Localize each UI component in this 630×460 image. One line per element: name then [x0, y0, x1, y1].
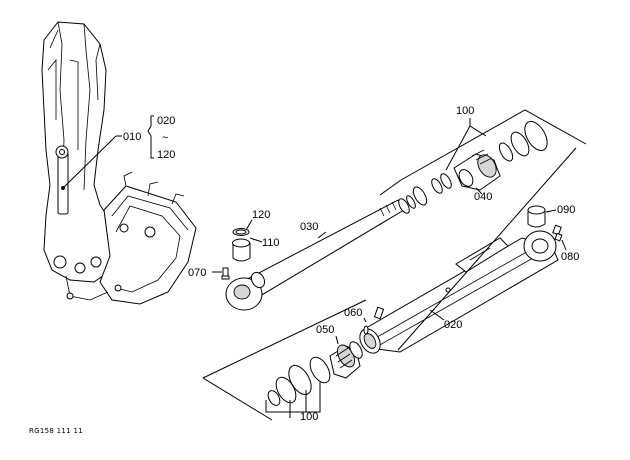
callout-120: 120 — [252, 209, 270, 221]
callout-030: 030 — [300, 221, 318, 233]
callout-110: 110 — [262, 237, 280, 249]
callout-090: 090 — [557, 204, 575, 216]
grease-nipple-070 — [221, 267, 230, 280]
grease-nipple-080 — [552, 224, 563, 242]
bushing-110 — [232, 228, 251, 262]
figure-caption: RG158 111 11 — [29, 427, 83, 435]
callout-020: 020 — [444, 319, 462, 331]
callout-range-end: 120 — [157, 149, 175, 161]
bottom-seal-kit-group — [267, 341, 363, 406]
o-ring-060 — [363, 306, 385, 335]
callout-060: 060 — [344, 307, 362, 319]
bushing-090 — [527, 205, 546, 228]
callout-050: 050 — [316, 324, 334, 336]
callout-100-top: 100 — [456, 105, 474, 117]
callout-080: 080 — [561, 251, 579, 263]
piston-rod-icon — [225, 195, 416, 311]
callout-010: 010 — [123, 131, 141, 143]
excavator-arm-icon — [41, 21, 197, 305]
callout-100-bottom: 100 — [300, 411, 318, 423]
callout-040: 040 — [474, 191, 492, 203]
callout-070: 070 — [188, 267, 206, 279]
top-seal-kit-group — [379, 109, 587, 206]
callout-range-sep: ~ — [162, 132, 168, 144]
cylinder-tube-icon — [359, 230, 559, 354]
callout-range-start: 020 — [157, 115, 175, 127]
